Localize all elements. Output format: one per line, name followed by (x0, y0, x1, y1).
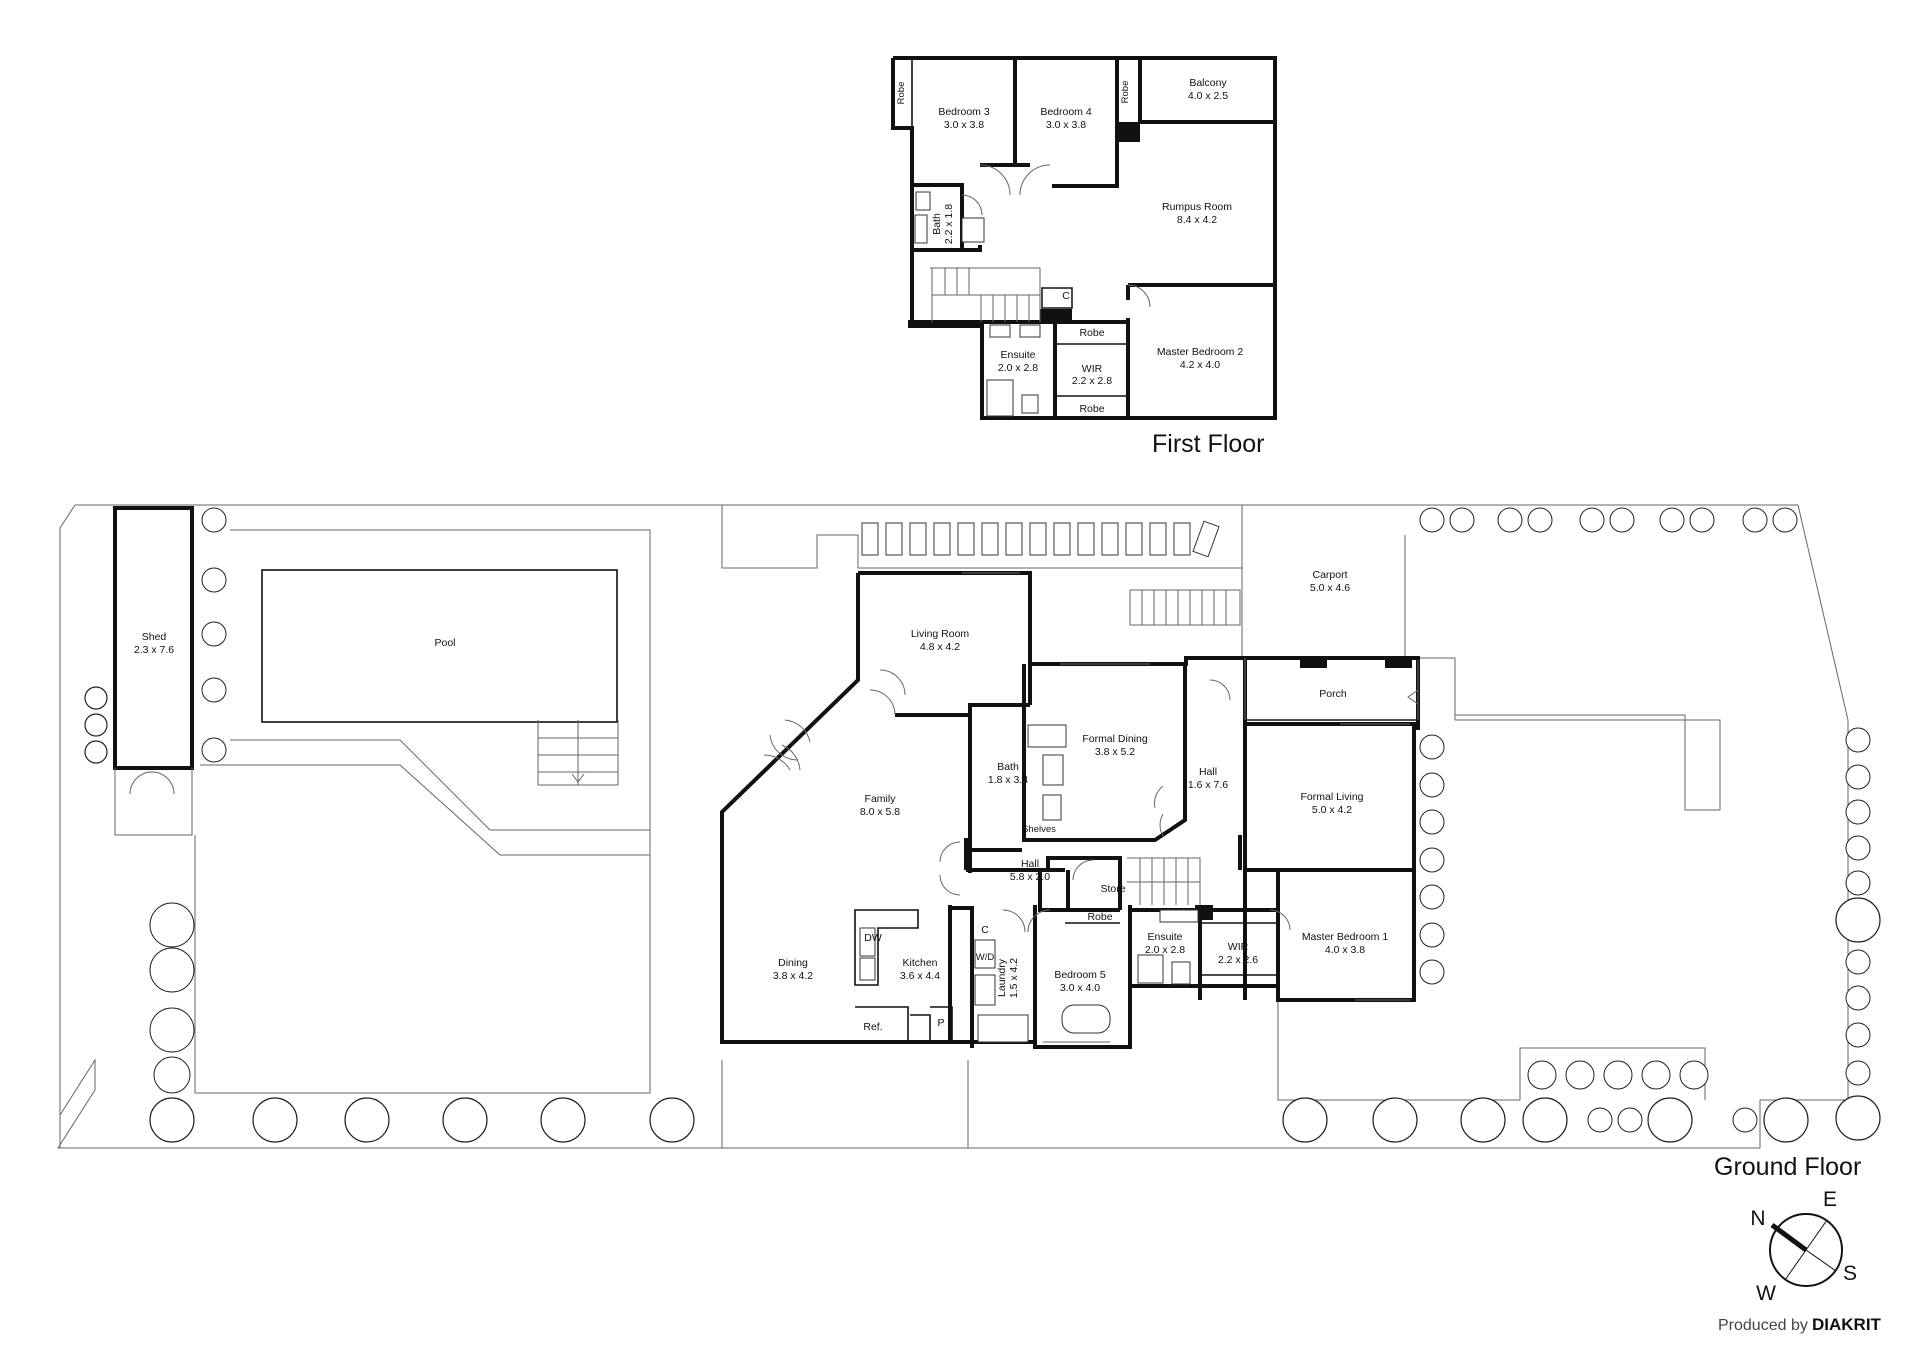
living-room-dims: 4.8 x 4.2 (920, 641, 960, 653)
first-floor-robe-1-label: Robe (896, 82, 907, 105)
kitchen-dims: 3.6 x 4.4 (900, 970, 940, 982)
first-floor-bath-label: Bath (931, 213, 943, 235)
first-floor-bath-dims: 2.2 x 1.8 (943, 204, 955, 244)
carport-label: Carport (1312, 569, 1347, 581)
first-floor-plan: Robe Bedroom 3 3.0 x 3.8 Bedroom 4 3.0 x… (891, 56, 1277, 458)
ground-floor-plan: Shed 2.3 x 7.6 Pool Living Room 4.8 x 4.… (57, 504, 1861, 1181)
pool-outline (261, 569, 618, 723)
master-bedroom-2-label: Master Bedroom 2 (1157, 346, 1244, 358)
shed-outline (113, 506, 194, 770)
ground-floor-title: Ground Floor (1714, 1153, 1861, 1181)
first-floor-robe-3-label: Robe (1079, 327, 1104, 339)
shelves-label: Shelves (1022, 824, 1056, 835)
master-bedroom-1-label: Master Bedroom 1 (1302, 931, 1389, 943)
deck-pavers (861, 520, 1220, 558)
hall-2-dims: 5.8 x 2.0 (1010, 871, 1050, 883)
balcony-dims: 4.0 x 2.5 (1188, 90, 1228, 102)
dining-dims: 3.8 x 4.2 (773, 970, 813, 982)
rumpus-room-dims: 8.4 x 4.2 (1177, 214, 1217, 226)
shed-label: Shed (142, 631, 167, 643)
shed-dims: 2.3 x 7.6 (134, 644, 174, 656)
family-dims: 8.0 x 5.8 (860, 806, 900, 818)
bedroom-3-dims: 3.0 x 3.8 (944, 119, 984, 131)
laundry-label: Laundry (996, 958, 1008, 997)
ground-floor-cupboard-label: C (981, 924, 989, 936)
first-floor-robe-4-label: Robe (1079, 403, 1104, 415)
ground-floor-wir-dims: 2.2 x 2.6 (1218, 954, 1258, 966)
dining-label: Dining (778, 957, 808, 969)
rumpus-room-label: Rumpus Room (1162, 201, 1232, 213)
ground-floor-ensuite-dims: 2.0 x 2.8 (1145, 944, 1185, 956)
formal-dining-dims: 3.8 x 5.2 (1095, 746, 1135, 758)
first-floor-wir-label: WIR (1082, 363, 1103, 375)
master-bedroom-2-dims: 4.2 x 4.0 (1180, 359, 1220, 371)
ground-floor-bath-dims: 1.8 x 3.4 (988, 774, 1028, 786)
ground-floor-ensuite-label: Ensuite (1147, 931, 1182, 943)
compass-rose: N E S W (1750, 1188, 1857, 1305)
hall-2-label: Hall (1021, 858, 1039, 870)
first-floor-ensuite-dims: 2.0 x 2.8 (998, 362, 1038, 374)
laundry-dims: 1.5 x 4.2 (1008, 958, 1020, 998)
fridge-label: Ref. (863, 1021, 882, 1033)
pantry-label: P (937, 1017, 944, 1029)
bedroom-3-label: Bedroom 3 (938, 106, 990, 118)
dishwasher-label: DW (864, 932, 882, 944)
landscaping (84, 507, 1881, 1143)
first-floor-title: First Floor (1152, 430, 1265, 458)
pool-label: Pool (434, 637, 455, 649)
ground-floor-wir-label: WIR (1228, 941, 1249, 953)
first-floor-wir-dims: 2.2 x 2.8 (1072, 375, 1112, 387)
credit-prefix: Produced by (1718, 1317, 1808, 1334)
formal-living-label: Formal Living (1300, 791, 1363, 803)
washer-dryer-label: W/D (976, 952, 995, 963)
bedroom-5-label: Bedroom 5 (1054, 969, 1106, 981)
first-floor-ensuite-label: Ensuite (1000, 349, 1035, 361)
compass-south: S (1843, 1262, 1857, 1285)
bedroom-5-dims: 3.0 x 4.0 (1060, 982, 1100, 994)
first-floor-robe-2-label: Robe (1120, 81, 1131, 104)
porch-label: Porch (1319, 688, 1347, 700)
kitchen-label: Kitchen (902, 957, 937, 969)
compass-east: E (1823, 1188, 1837, 1211)
compass-north: N (1750, 1207, 1765, 1230)
formal-dining-label: Formal Dining (1082, 733, 1148, 745)
producer-credit: Produced by DIAKRIT (1718, 1315, 1882, 1334)
hall-1-dims: 1.6 x 7.6 (1188, 779, 1228, 791)
first-floor-cupboard-label: C (1062, 290, 1070, 302)
credit-brand: DIAKRIT (1812, 1315, 1882, 1334)
master-bedroom-1-dims: 4.0 x 3.8 (1325, 944, 1365, 956)
hall-1-label: Hall (1199, 766, 1217, 778)
bedroom-4-label: Bedroom 4 (1040, 106, 1092, 118)
ground-floor-robe-label: Robe (1087, 911, 1112, 923)
first-floor-stairs (930, 267, 1041, 322)
living-room-label: Living Room (911, 628, 970, 640)
ground-floor-bath-label: Bath (997, 761, 1019, 773)
balcony-label: Balcony (1189, 77, 1227, 89)
bedroom-4-dims: 3.0 x 3.8 (1046, 119, 1086, 131)
carport-dims: 5.0 x 4.6 (1310, 582, 1350, 594)
formal-living-dims: 5.0 x 4.2 (1312, 804, 1352, 816)
compass-west: W (1756, 1282, 1776, 1305)
family-label: Family (865, 793, 897, 805)
store-label: Store (1100, 883, 1125, 895)
